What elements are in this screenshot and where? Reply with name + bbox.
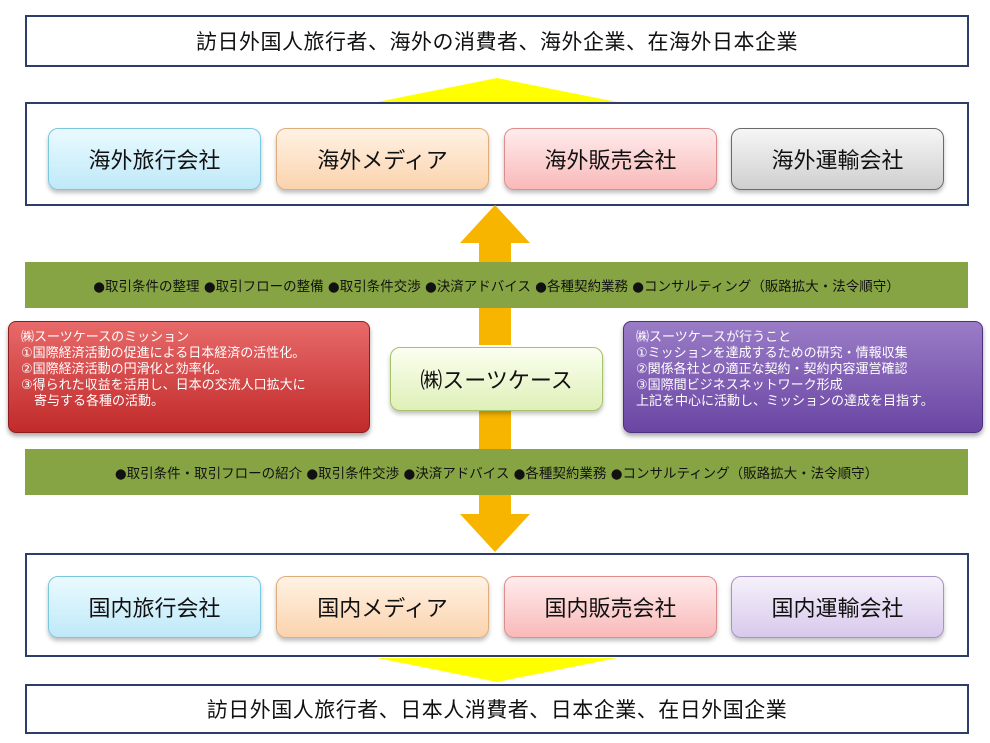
domestic-partner-transport: 国内運輸会社	[731, 576, 944, 638]
activities-panel: ㈱スーツケースが行うこと ①ミッションを達成するための研究・情報収集 ②関係各社…	[623, 321, 983, 433]
overseas-audience-text: 訪日外国人旅行者、海外の消費者、海外企業、在海外日本企業	[196, 30, 798, 54]
activities-line: ①ミッションを達成するための研究・情報収集	[636, 346, 908, 361]
overseas-services-text: ●取引条件の整理 ●取引フローの整備 ●取引条件交渉 ●決済アドバイス ●各種契…	[93, 279, 900, 295]
up-triangle-top	[377, 78, 617, 102]
mission-line: ②国際経済活動の円滑化と効率化。	[21, 362, 228, 377]
company-box: ㈱スーツケース	[390, 347, 603, 411]
domestic-audience-text: 訪日外国人旅行者、日本人消費者、日本企業、在日外国企業	[206, 698, 788, 722]
mission-panel: ㈱スーツケースのミッション ①国際経済活動の促進による日本経済の活性化。 ②国際…	[8, 321, 370, 433]
mission-line: ③得られた収益を活用し、日本の交流人口拡大に	[21, 378, 306, 393]
domestic-partner-travel: 国内旅行会社	[48, 576, 261, 638]
mission-line: ①国際経済活動の促進による日本経済の活性化。	[21, 346, 306, 361]
overseas-services-band: ●取引条件の整理 ●取引フローの整備 ●取引条件交渉 ●決済アドバイス ●各種契…	[25, 262, 968, 308]
domestic-audience-box: 訪日外国人旅行者、日本人消費者、日本企業、在日外国企業	[25, 684, 969, 734]
domestic-services-band: ●取引条件・取引フローの紹介 ●取引条件交渉 ●決済アドバイス ●各種契約業務 …	[25, 449, 968, 495]
domestic-partner-sales: 国内販売会社	[504, 576, 717, 638]
overseas-audience-box: 訪日外国人旅行者、海外の消費者、海外企業、在海外日本企業	[25, 15, 969, 67]
activities-title: ㈱スーツケースが行うこと	[636, 330, 792, 345]
mission-title: ㈱スーツケースのミッション	[21, 330, 190, 345]
overseas-partner-travel: 海外旅行会社	[48, 128, 261, 190]
down-triangle-bottom	[377, 658, 617, 682]
activities-line: 上記を中心に活動し、ミッションの達成を目指す。	[636, 394, 934, 409]
activities-line: ②関係各社との適正な契約・契約内容運営確認	[636, 362, 908, 377]
overseas-partner-transport: 海外運輸会社	[731, 128, 944, 190]
overseas-partner-media: 海外メディア	[276, 128, 489, 190]
domestic-partner-media: 国内メディア	[276, 576, 489, 638]
activities-line: ③国際間ビジネスネットワーク形成	[636, 378, 843, 393]
company-name: ㈱スーツケース	[420, 369, 573, 394]
overseas-partner-sales: 海外販売会社	[504, 128, 717, 190]
domestic-services-text: ●取引条件・取引フローの紹介 ●取引条件交渉 ●決済アドバイス ●各種契約業務 …	[114, 466, 879, 482]
mission-line: 寄与する各種の活動。	[21, 394, 165, 409]
